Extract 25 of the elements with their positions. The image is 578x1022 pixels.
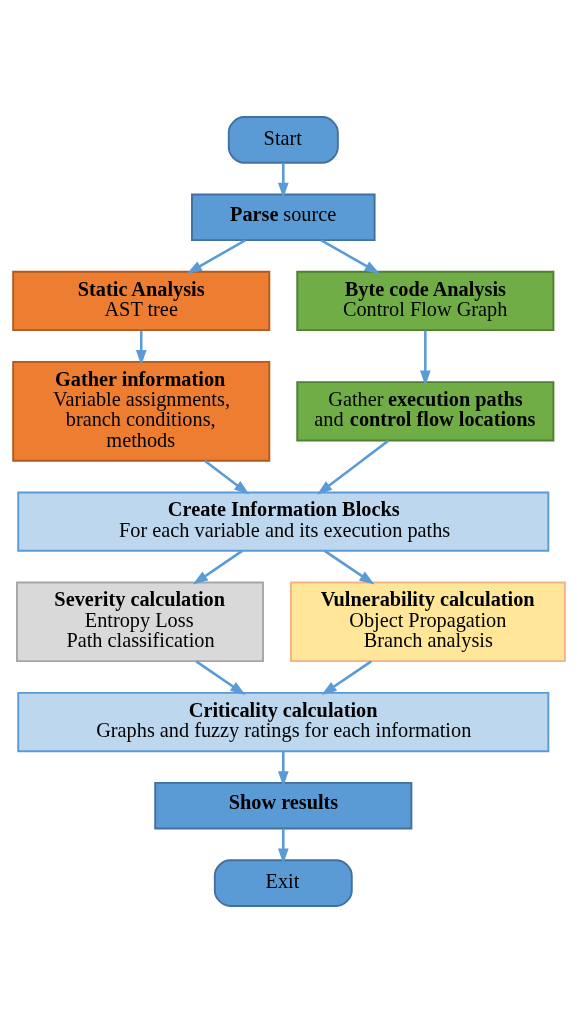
node-box: Severity calculation Entropy Loss Path classification <box>16 581 264 662</box>
arrow <box>135 330 147 365</box>
node-box: Gather information Variable assignments, branch conditions, methods <box>12 360 271 462</box>
node-box: Gather execution paths and control flow locations <box>296 380 555 441</box>
arrow <box>324 549 375 585</box>
arrow <box>321 659 372 695</box>
node-box: Vulnerability calculation Object Propagation Branch analysis <box>289 581 566 662</box>
arrow <box>277 750 289 786</box>
arrow <box>204 459 250 495</box>
arrow <box>192 549 243 585</box>
node-box: Exit <box>213 858 353 907</box>
arrow <box>320 238 380 274</box>
arrow <box>277 828 289 864</box>
arrow <box>195 659 246 695</box>
node-box: Byte code Analysis Control Flow Graph <box>296 270 555 331</box>
node-box: Parse source <box>191 193 376 241</box>
arrow <box>277 162 289 198</box>
node-box: Start <box>227 115 339 164</box>
arrow <box>317 439 390 495</box>
node-box: Static Analysis AST tree <box>12 270 271 331</box>
node-box: Criticality calculation Graphs and fuzzy ratings for each information <box>17 691 550 752</box>
arrow <box>186 238 246 274</box>
node-box: Create Information Blocks For each variable and its execution paths <box>17 491 550 552</box>
node-box: Show results <box>154 781 413 829</box>
arrow <box>420 330 431 386</box>
